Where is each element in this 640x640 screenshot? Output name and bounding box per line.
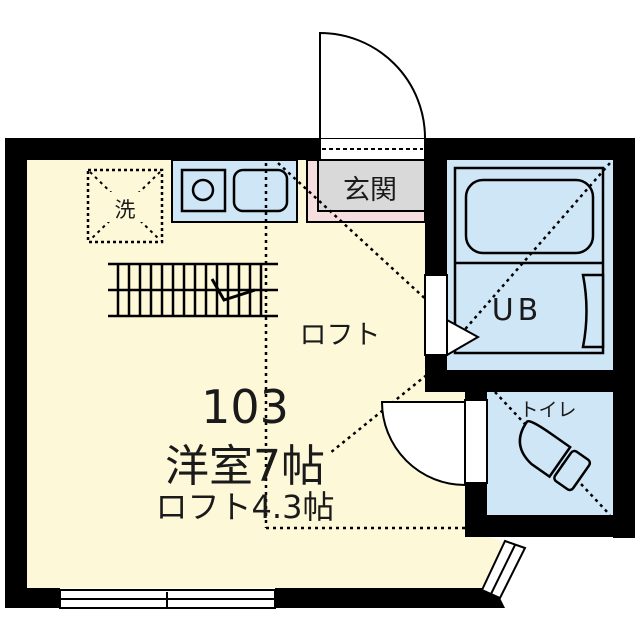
unit-bath-label: UB [492,293,543,328]
walls [5,138,635,608]
room-type-size: 洋室7帖 [165,441,325,492]
kitchen-counter [171,159,298,223]
entrance-label: 玄関 [343,175,397,206]
unit-number: 103 [201,380,289,434]
toilet-icon [518,419,592,492]
sink-icon [232,168,289,213]
loft-ladder[interactable] [108,262,278,318]
unit-bath: UB [446,160,613,370]
toilet-label: トイレ [519,399,576,421]
loft-label: ロフト [300,320,381,351]
washer-space: 洗 [86,168,164,244]
south-window[interactable] [59,589,276,609]
bath-door[interactable] [424,274,481,357]
sink-icon [581,273,605,349]
bathtub-icon [464,178,595,255]
loft-size: ロフト4.3帖 [156,488,335,526]
stove-icon [180,168,227,213]
washer-label: 洗 [115,198,136,222]
corner-window[interactable] [480,539,527,600]
entrance: 玄関 [306,159,426,223]
toilet-room: トイレ [487,391,613,516]
entrance-door[interactable] [319,31,426,161]
toilet-door[interactable] [380,399,488,487]
